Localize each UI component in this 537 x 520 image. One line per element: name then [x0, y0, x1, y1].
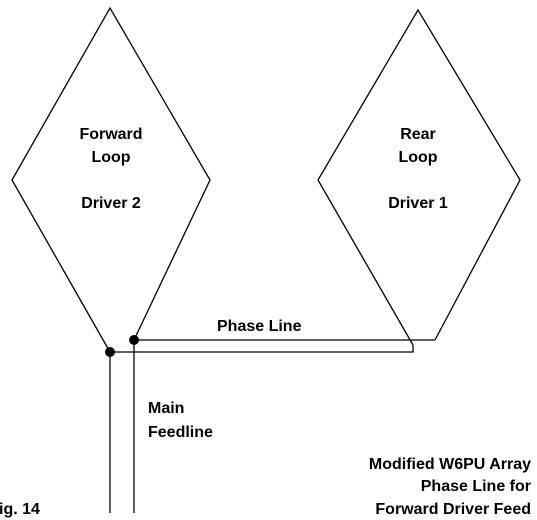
caption-line2: Phase Line for	[421, 478, 531, 495]
junction-dot-left	[105, 347, 115, 357]
forward-loop-wire	[11, 6, 211, 353]
rear-loop-driver-label: Driver 1	[388, 195, 448, 212]
figure-label: ig. 14	[0, 501, 40, 518]
main-feedline-label-line2: Feedline	[148, 424, 213, 441]
phase-line-label: Phase Line	[217, 318, 302, 335]
rear-loop-wire	[317, 8, 521, 346]
phase-line-lower-conductor	[110, 345, 414, 353]
rear-loop-title-line2: Loop	[398, 149, 437, 166]
forward-loop-driver-label: Driver 2	[81, 195, 141, 212]
forward-loop-title-line2: Loop	[91, 149, 130, 166]
caption-line1: Modified W6PU Array	[369, 456, 531, 473]
forward-loop-title-line1: Forward	[79, 126, 142, 143]
caption-line3: Forward Driver Feed	[375, 501, 531, 518]
main-feedline-label-line1: Main	[148, 400, 184, 417]
rear-loop-title-line1: Rear	[400, 126, 436, 143]
junction-dot-right	[129, 335, 139, 345]
